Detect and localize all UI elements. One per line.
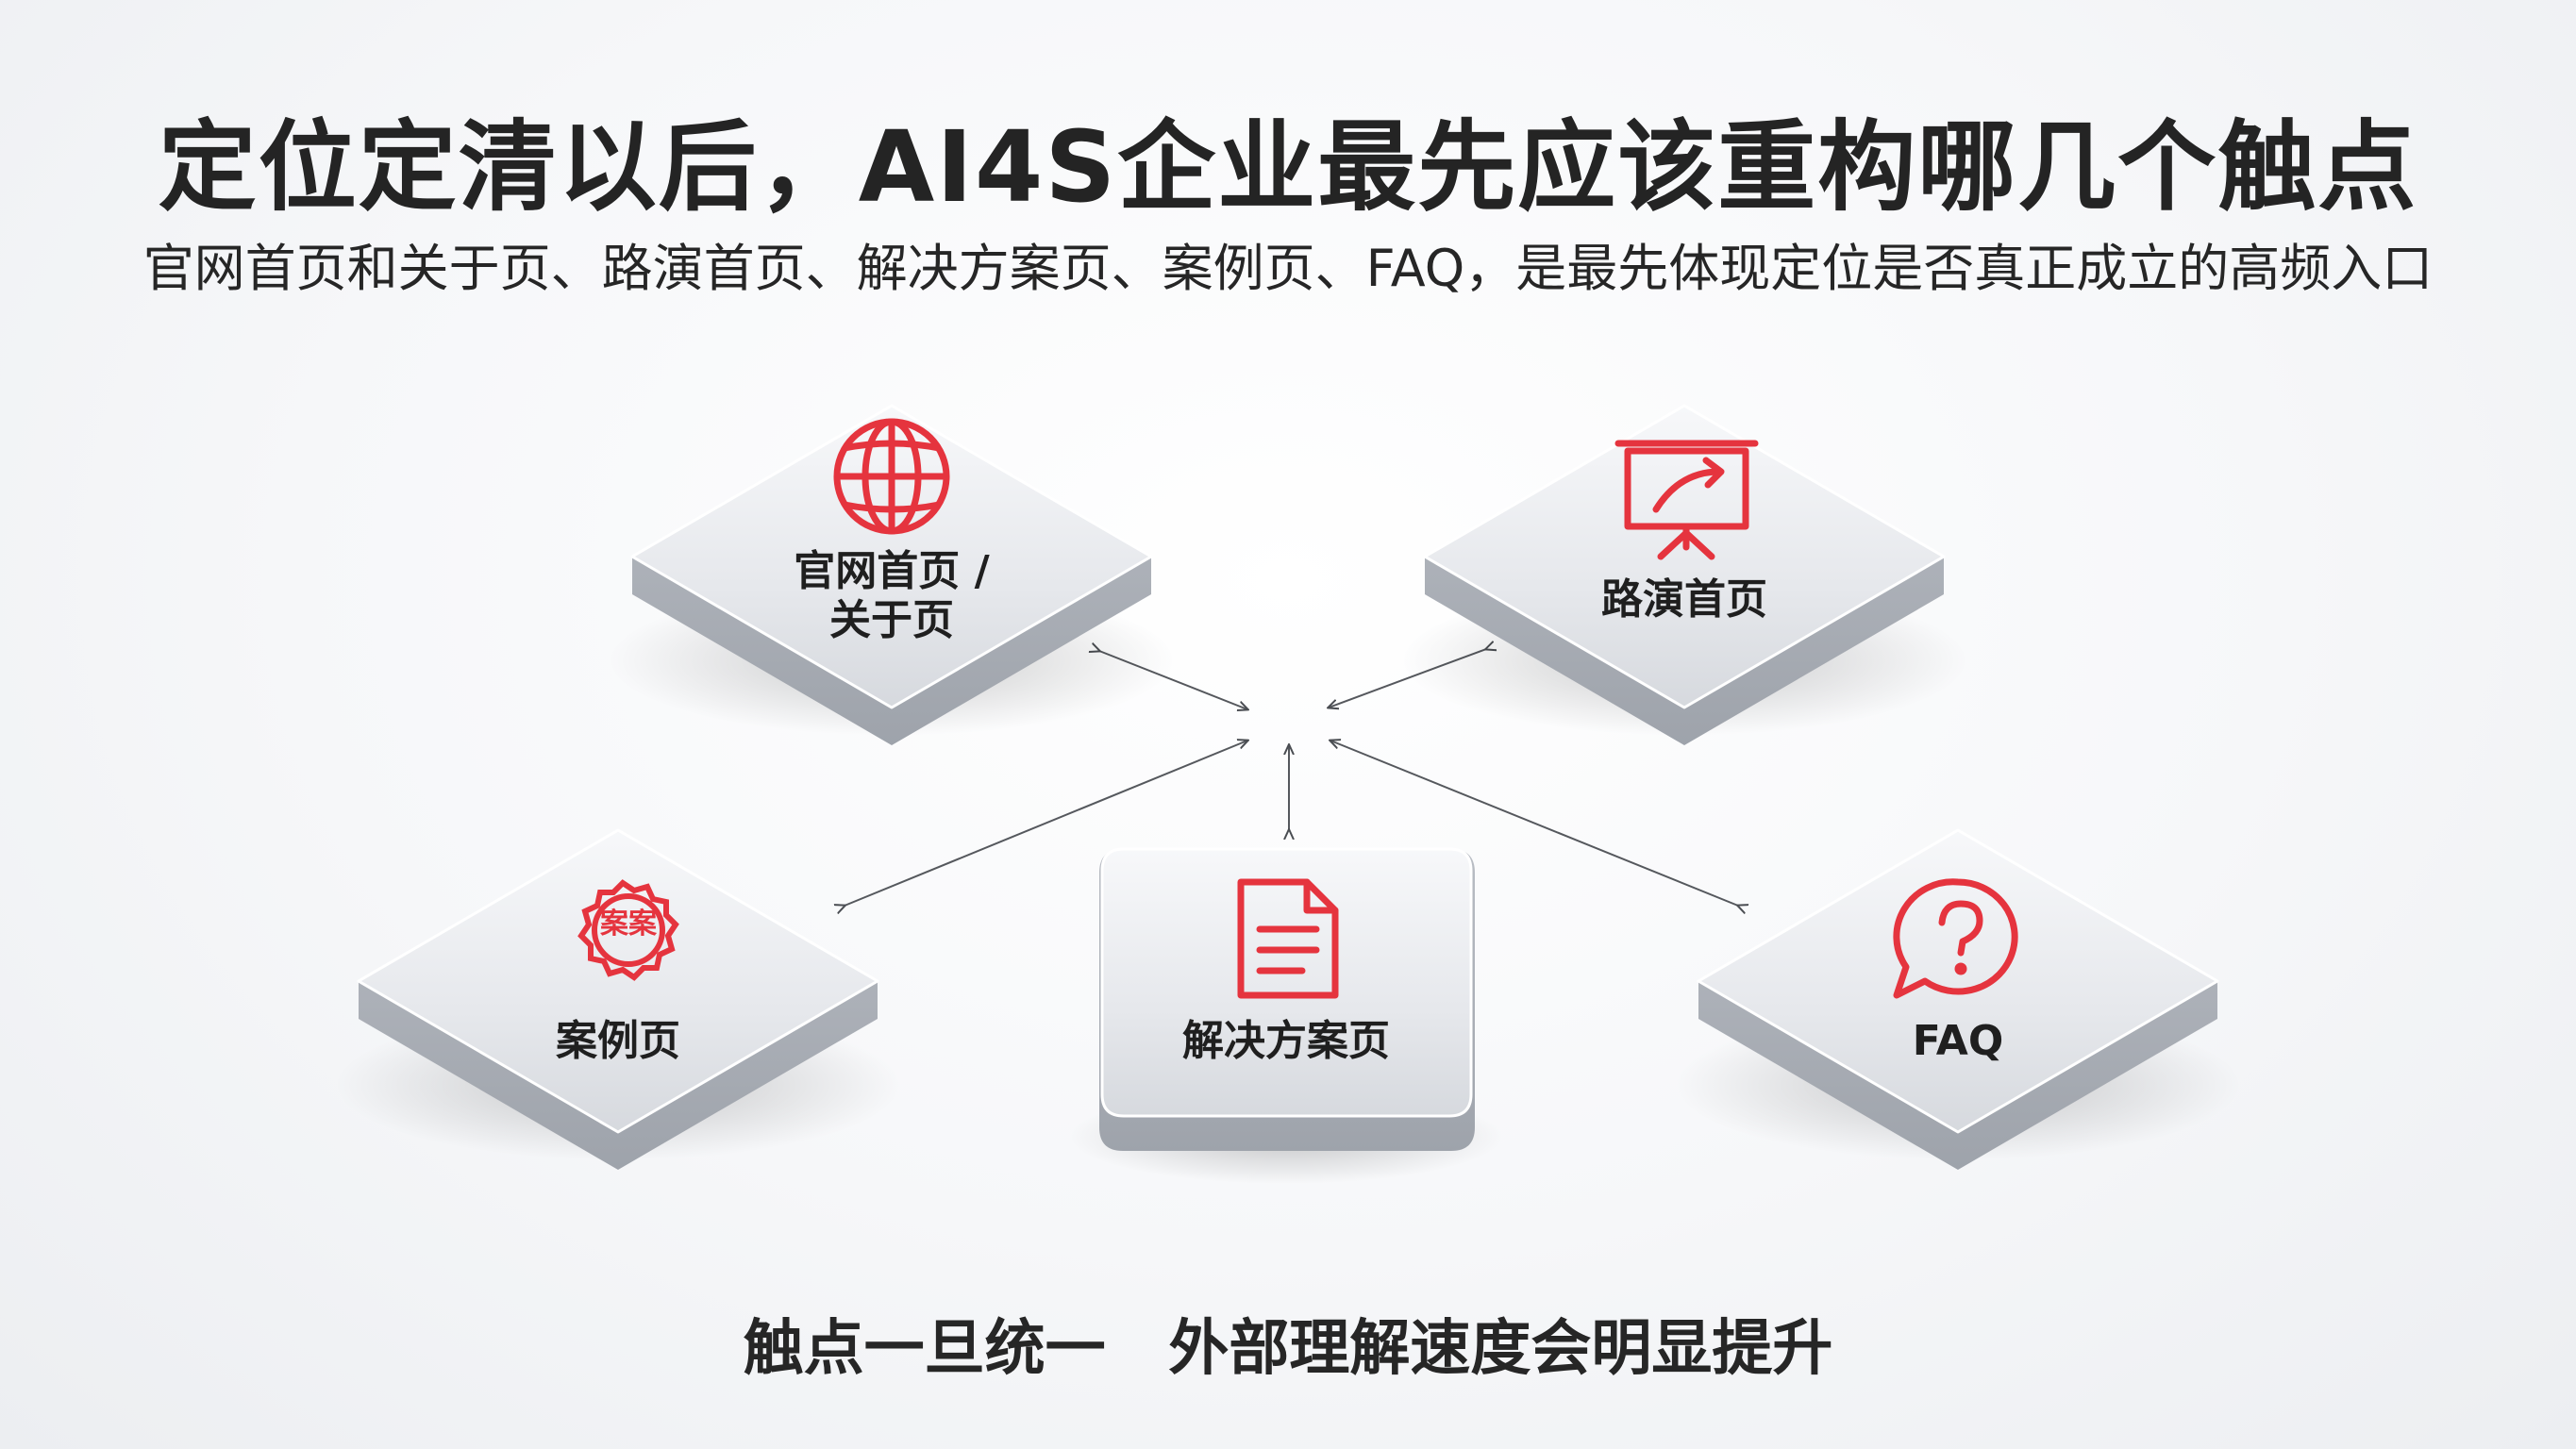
arrow-cases — [845, 741, 1247, 906]
globe-icon — [833, 418, 950, 535]
tile-roadshow-label: 路演首页 — [1601, 575, 1767, 624]
tile-website-label: 官网首页 / 关于页 — [750, 547, 1033, 645]
tile-website[interactable] — [609, 404, 1175, 745]
tile-faq-label: FAQ — [1912, 1017, 2004, 1065]
tile-solution-label: 解决方案页 — [1182, 1017, 1390, 1065]
document-icon — [1237, 878, 1339, 999]
tile-cases-label: 案例页 — [556, 1017, 680, 1065]
tile-website-label-line2: 关于页 — [829, 596, 954, 644]
page-title: 定位定清以后，AI4S企业最先应该重构哪几个触点 — [158, 109, 2418, 225]
case-seal-icon — [577, 879, 679, 981]
footer-conclusion: 触点一旦统一 外部理解速度会明显提升 — [743, 1314, 1833, 1384]
tile-website-label-line1: 官网首页 / — [794, 547, 990, 595]
question-bubble-icon — [1893, 878, 2018, 999]
tile-roadshow[interactable] — [1401, 404, 1967, 745]
case-seal-text: 案案 — [600, 908, 657, 941]
arrow-faq — [1330, 741, 1738, 906]
tile-cases[interactable] — [335, 828, 901, 1170]
tile-solution[interactable] — [1069, 847, 1503, 1184]
presentation-board-icon — [1614, 440, 1759, 560]
page-subtitle: 官网首页和关于页、路演首页、解决方案页、案例页、FAQ，是最先体现定位是否真正成… — [142, 239, 2434, 298]
tile-faq[interactable] — [1675, 828, 2241, 1170]
